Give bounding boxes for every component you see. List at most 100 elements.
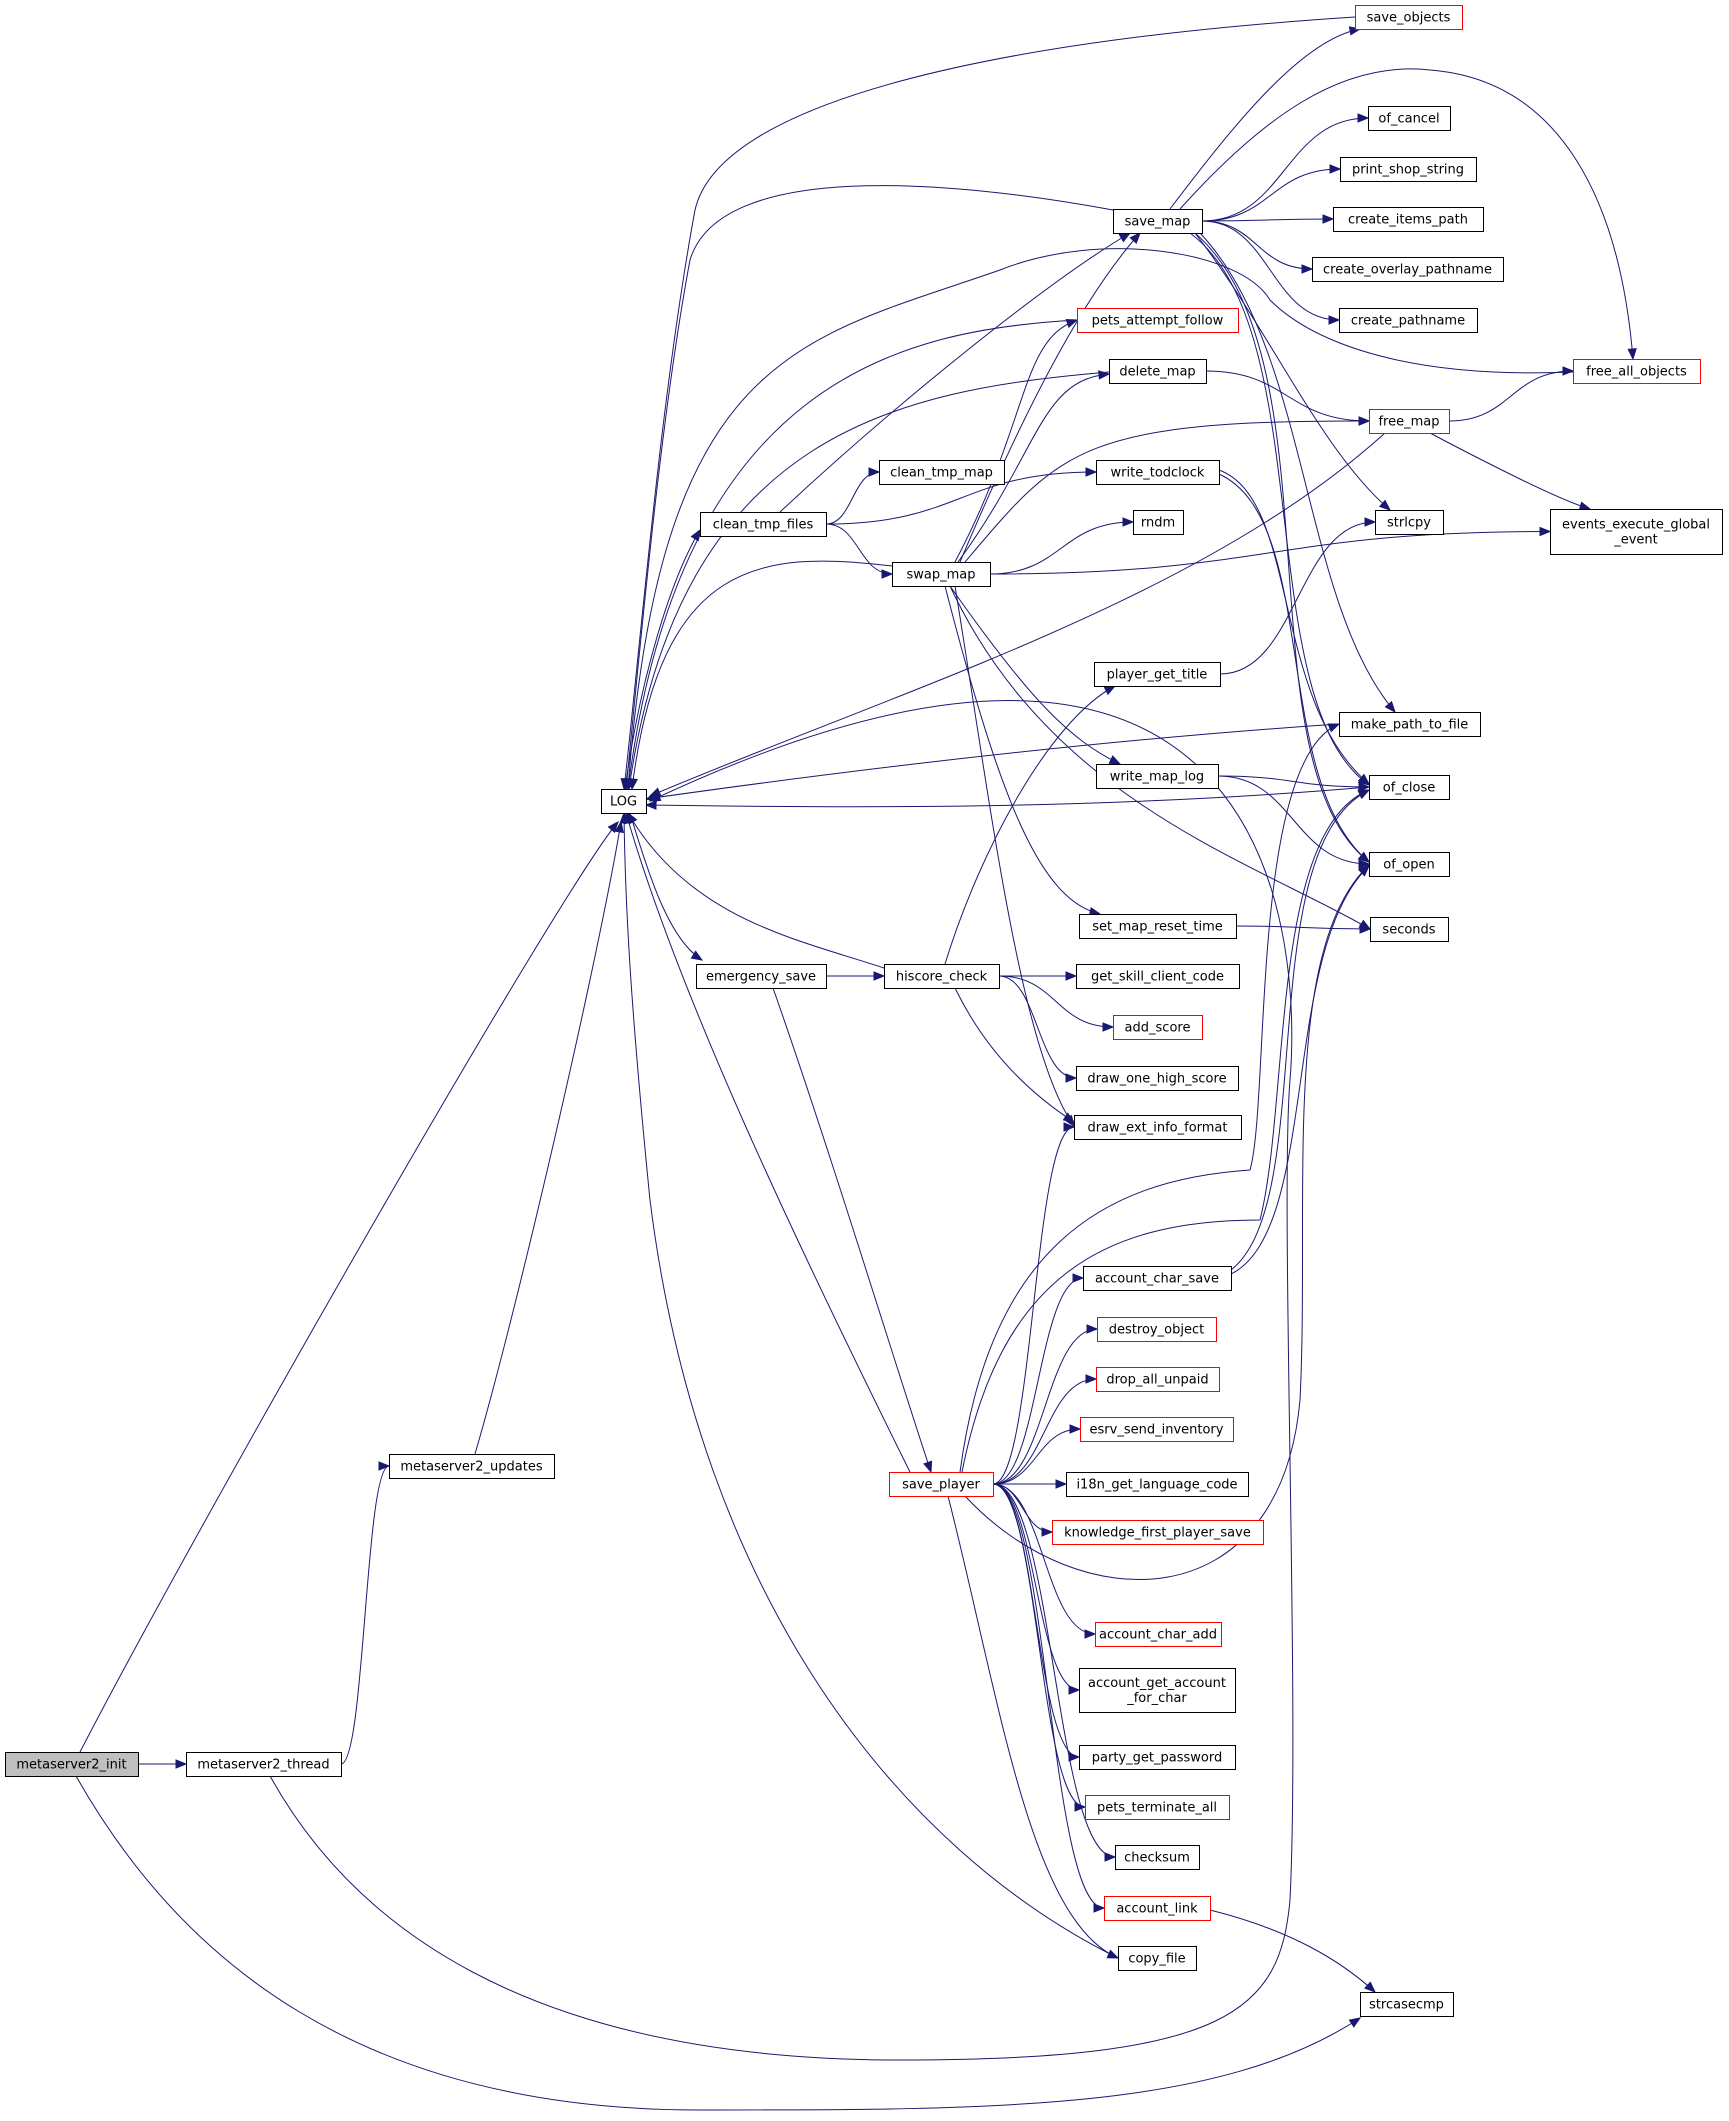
- node-esrv_send_inventory[interactable]: esrv_send_inventory: [1080, 1417, 1234, 1442]
- edge-arrowhead: [1093, 1903, 1106, 1913]
- node-rndm[interactable]: rndm: [1133, 510, 1184, 535]
- edge-line: [79, 821, 619, 1753]
- node-emergency_save[interactable]: emergency_save: [696, 964, 827, 989]
- edge-save_map-to-strlcpy: [1194, 232, 1392, 511]
- node-label: create_pathname: [1351, 314, 1465, 329]
- node-label: create_overlay_pathname: [1323, 263, 1492, 278]
- node-get_skill_client_code[interactable]: get_skill_client_code: [1076, 964, 1240, 989]
- node-print_shop_string[interactable]: print_shop_string: [1340, 157, 1477, 182]
- node-LOG[interactable]: LOG: [601, 789, 647, 814]
- node-metaserver2_init[interactable]: metaserver2_init: [5, 1752, 139, 1777]
- edge-account_char_save-to-of_open: [1230, 865, 1370, 1275]
- node-strlcpy[interactable]: strlcpy: [1375, 510, 1444, 535]
- node-box: [1113, 209, 1203, 234]
- edge-arrowhead: [1103, 685, 1117, 696]
- node-box: [389, 1454, 555, 1479]
- edge-arrowhead: [1085, 1374, 1098, 1384]
- node-save_objects[interactable]: save_objects: [1355, 5, 1463, 30]
- edge-arrowhead: [644, 792, 658, 803]
- edge-write_map_log-to-of_open: [1217, 775, 1371, 869]
- edge-line: [944, 585, 1101, 915]
- node-label: strcasecmp: [1369, 1998, 1444, 2013]
- node-save_map[interactable]: save_map: [1113, 209, 1203, 234]
- edge-swap_map-to-LOG: [628, 560, 893, 791]
- node-write_map_log[interactable]: write_map_log: [1096, 764, 1219, 789]
- node-i18n_get_language_code[interactable]: i18n_get_language_code: [1066, 1472, 1249, 1497]
- node-label: drop_all_unpaid: [1106, 1373, 1208, 1388]
- edge-save_player-to-esrv_send_inventory: [992, 1424, 1082, 1485]
- node-pets_terminate_all[interactable]: pets_terminate_all: [1085, 1795, 1230, 1820]
- node-seconds[interactable]: seconds: [1370, 917, 1449, 942]
- node-add_score[interactable]: add_score: [1113, 1015, 1203, 1040]
- node-clean_tmp_map[interactable]: clean_tmp_map: [879, 460, 1005, 485]
- node-create_overlay_pathname[interactable]: create_overlay_pathname: [1312, 257, 1504, 282]
- edge-arrowhead: [1357, 789, 1371, 799]
- edge-arrowhead: [1301, 264, 1314, 274]
- node-save_player[interactable]: save_player: [889, 1472, 994, 1497]
- node-draw_one_high_score[interactable]: draw_one_high_score: [1076, 1066, 1239, 1091]
- node-box: [1118, 1946, 1197, 1971]
- node-box: [1079, 1745, 1236, 1770]
- edge-line: [1217, 775, 1370, 865]
- node-box: [1360, 1992, 1454, 2017]
- edge-arrowhead: [1068, 1752, 1081, 1762]
- edge-line: [949, 585, 1371, 930]
- node-free_all_objects[interactable]: free_all_objects: [1573, 359, 1701, 384]
- node-box: [1077, 308, 1239, 333]
- edge-of_close-to-LOG: [644, 786, 1370, 810]
- edge-arrowhead: [1364, 517, 1377, 527]
- node-delete_map[interactable]: delete_map: [1109, 359, 1207, 384]
- node-create_items_path[interactable]: create_items_path: [1333, 207, 1484, 232]
- edge-arrowhead: [1122, 517, 1135, 527]
- edge-save_map-to-create_pathname: [1201, 220, 1341, 325]
- edge-line: [1194, 232, 1370, 863]
- edge-save_map-to-print_shop_string: [1201, 164, 1342, 222]
- edge-arrowhead: [1085, 467, 1098, 477]
- node-of_close[interactable]: of_close: [1369, 775, 1450, 800]
- node-write_todclock[interactable]: write_todclock: [1096, 460, 1220, 485]
- edge-arrowhead: [1357, 113, 1370, 123]
- node-draw_ext_info_format[interactable]: draw_ext_info_format: [1074, 1115, 1242, 1140]
- node-party_get_password[interactable]: party_get_password: [1079, 1745, 1236, 1770]
- edge-save_player-to-i18n_get_language_code: [992, 1479, 1068, 1489]
- node-knowledge_first_player_save[interactable]: knowledge_first_player_save: [1052, 1520, 1264, 1545]
- node-checksum[interactable]: checksum: [1115, 1845, 1200, 1870]
- node-account_link[interactable]: account_link: [1104, 1896, 1211, 1921]
- node-metaserver2_thread[interactable]: metaserver2_thread: [186, 1752, 342, 1777]
- edge-line: [649, 432, 1386, 797]
- node-of_open[interactable]: of_open: [1369, 852, 1450, 877]
- node-player_get_title[interactable]: player_get_title: [1094, 662, 1221, 687]
- node-label: of_open: [1383, 858, 1434, 873]
- edge-line: [1219, 521, 1376, 675]
- node-destroy_object[interactable]: destroy_object: [1097, 1317, 1217, 1342]
- edge-arrowhead: [1065, 1073, 1078, 1083]
- node-set_map_reset_time[interactable]: set_map_reset_time: [1079, 914, 1237, 939]
- edge-line: [825, 523, 893, 575]
- node-events_execute_global_event[interactable]: events_execute_global_event: [1550, 509, 1723, 555]
- edge-swap_map-to-set_map_reset_time: [944, 585, 1102, 917]
- node-hiscore_check[interactable]: hiscore_check: [884, 964, 1000, 989]
- edge-arrowhead: [923, 1460, 933, 1474]
- node-pets_attempt_follow[interactable]: pets_attempt_follow: [1077, 308, 1239, 333]
- node-clean_tmp_files[interactable]: clean_tmp_files: [700, 512, 827, 537]
- node-box: [1369, 775, 1450, 800]
- node-metaserver2_updates[interactable]: metaserver2_updates: [389, 1454, 555, 1479]
- node-drop_all_unpaid[interactable]: drop_all_unpaid: [1096, 1367, 1220, 1392]
- node-swap_map[interactable]: swap_map: [892, 562, 991, 587]
- node-copy_file[interactable]: copy_file: [1118, 1946, 1197, 1971]
- node-label: strlcpy: [1387, 516, 1431, 531]
- edge-line: [959, 723, 1340, 1473]
- node-strcasecmp[interactable]: strcasecmp: [1360, 1992, 1454, 2017]
- node-of_cancel[interactable]: of_cancel: [1368, 106, 1451, 131]
- node-account_char_save[interactable]: account_char_save: [1083, 1266, 1232, 1291]
- node-label: account_char_add: [1099, 1628, 1217, 1643]
- node-box: [1066, 1472, 1249, 1497]
- edge-hiscore_check-to-draw_one_high_score: [998, 975, 1078, 1083]
- node-make_path_to_file[interactable]: make_path_to_file: [1339, 712, 1481, 737]
- edge-save_map-to-of_cancel: [1201, 113, 1370, 222]
- node-box: [1096, 764, 1219, 789]
- node-create_pathname[interactable]: create_pathname: [1339, 308, 1478, 333]
- node-account_get_account_for_char[interactable]: account_get_account_for_char: [1079, 1668, 1236, 1713]
- node-free_map[interactable]: free_map: [1369, 409, 1450, 434]
- node-account_char_add[interactable]: account_char_add: [1095, 1622, 1222, 1647]
